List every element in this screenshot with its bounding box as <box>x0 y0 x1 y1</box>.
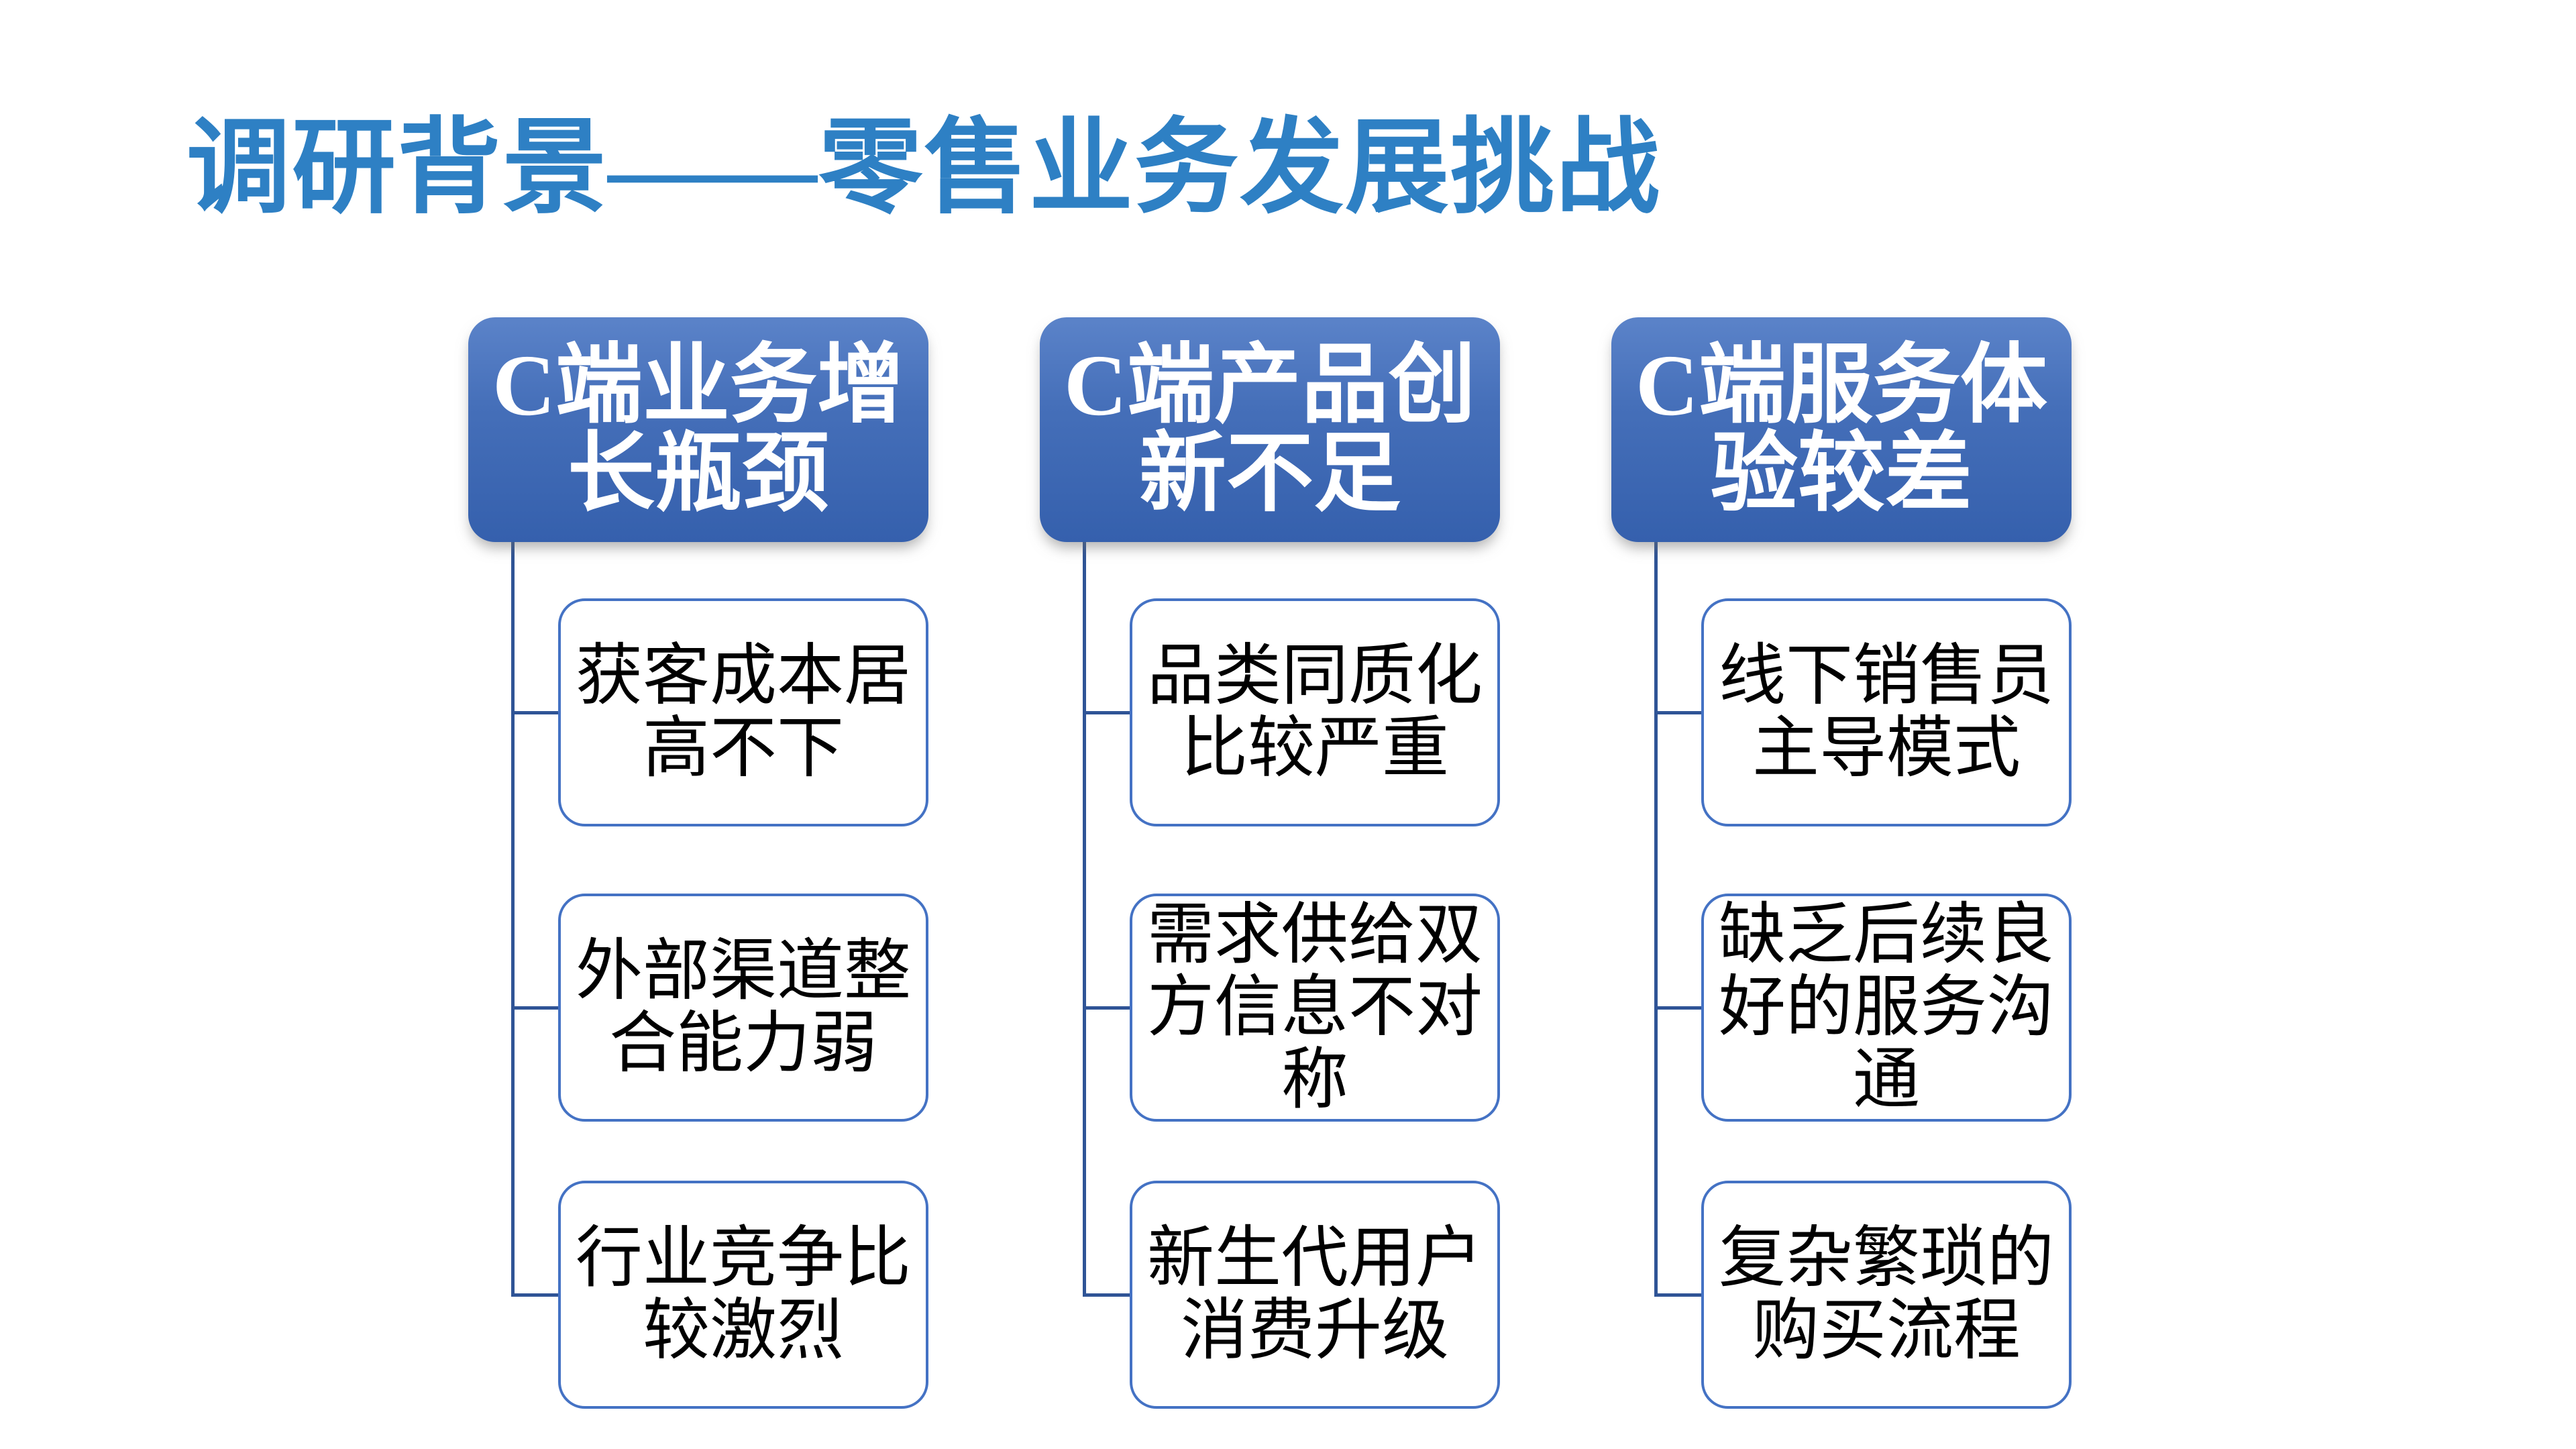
challenge-item-box: 外部渠道整 合能力弱 <box>558 894 928 1122</box>
category-header-box: C端产品创 新不足 <box>1040 317 1500 542</box>
challenge-item-label: 缺乏后续良 好的服务沟 通 <box>1719 898 2054 1117</box>
connector-stub <box>1083 1006 1131 1010</box>
connector-stub <box>1654 1293 1703 1297</box>
connector-vertical-line <box>511 541 515 1296</box>
category-header-label: C端业务增 长瓶颈 <box>492 337 904 523</box>
category-header-label: C端服务体 验较差 <box>1635 337 2047 523</box>
category-header-label: C端产品创 新不足 <box>1064 337 1476 523</box>
challenge-item-label: 新生代用户 消费升级 <box>1147 1221 1483 1368</box>
challenge-item-box: 新生代用户 消费升级 <box>1130 1181 1500 1409</box>
challenge-item-label: 需求供给双 方信息不对 称 <box>1147 898 1483 1117</box>
connector-stub <box>1654 1006 1703 1010</box>
challenge-item-box: 线下销售员 主导模式 <box>1701 598 2072 826</box>
connector-stub <box>1083 1293 1131 1297</box>
challenge-column-business-growth: C端业务增 长瓶颈 获客成本居 高不下 外部渠道整 合能力弱 行业竞争比 较激烈 <box>468 0 928 1449</box>
connector-stub <box>511 1006 559 1010</box>
challenge-column-service-experience: C端服务体 验较差 线下销售员 主导模式 缺乏后续良 好的服务沟 通 复杂繁琐的… <box>1611 0 2072 1449</box>
category-header-box: C端业务增 长瓶颈 <box>468 317 928 542</box>
challenge-item-box: 需求供给双 方信息不对 称 <box>1130 894 1500 1122</box>
connector-stub <box>1083 711 1131 714</box>
connector-stub <box>511 1293 559 1297</box>
challenge-item-box: 获客成本居 高不下 <box>558 598 928 826</box>
connector-stub <box>511 711 559 714</box>
challenge-item-label: 行业竞争比 较激烈 <box>576 1221 911 1368</box>
challenge-item-box: 复杂繁琐的 购买流程 <box>1701 1181 2072 1409</box>
connector-vertical-line <box>1083 541 1086 1296</box>
challenge-item-label: 复杂繁琐的 购买流程 <box>1719 1221 2054 1368</box>
challenge-column-product-innovation: C端产品创 新不足 品类同质化 比较严重 需求供给双 方信息不对 称 新生代用户… <box>1040 0 1500 1449</box>
challenge-item-label: 线下销售员 主导模式 <box>1719 639 2054 786</box>
challenge-item-label: 获客成本居 高不下 <box>576 639 911 786</box>
challenge-item-box: 品类同质化 比较严重 <box>1130 598 1500 826</box>
challenge-item-label: 品类同质化 比较严重 <box>1147 639 1483 786</box>
challenge-item-box: 行业竞争比 较激烈 <box>558 1181 928 1409</box>
connector-stub <box>1654 711 1703 714</box>
connector-vertical-line <box>1654 541 1658 1296</box>
category-header-box: C端服务体 验较差 <box>1611 317 2072 542</box>
slide-title: 调研背景——零售业务发展挑战 <box>186 111 1661 226</box>
challenge-item-label: 外部渠道整 合能力弱 <box>576 934 911 1081</box>
challenge-item-box: 缺乏后续良 好的服务沟 通 <box>1701 894 2072 1122</box>
